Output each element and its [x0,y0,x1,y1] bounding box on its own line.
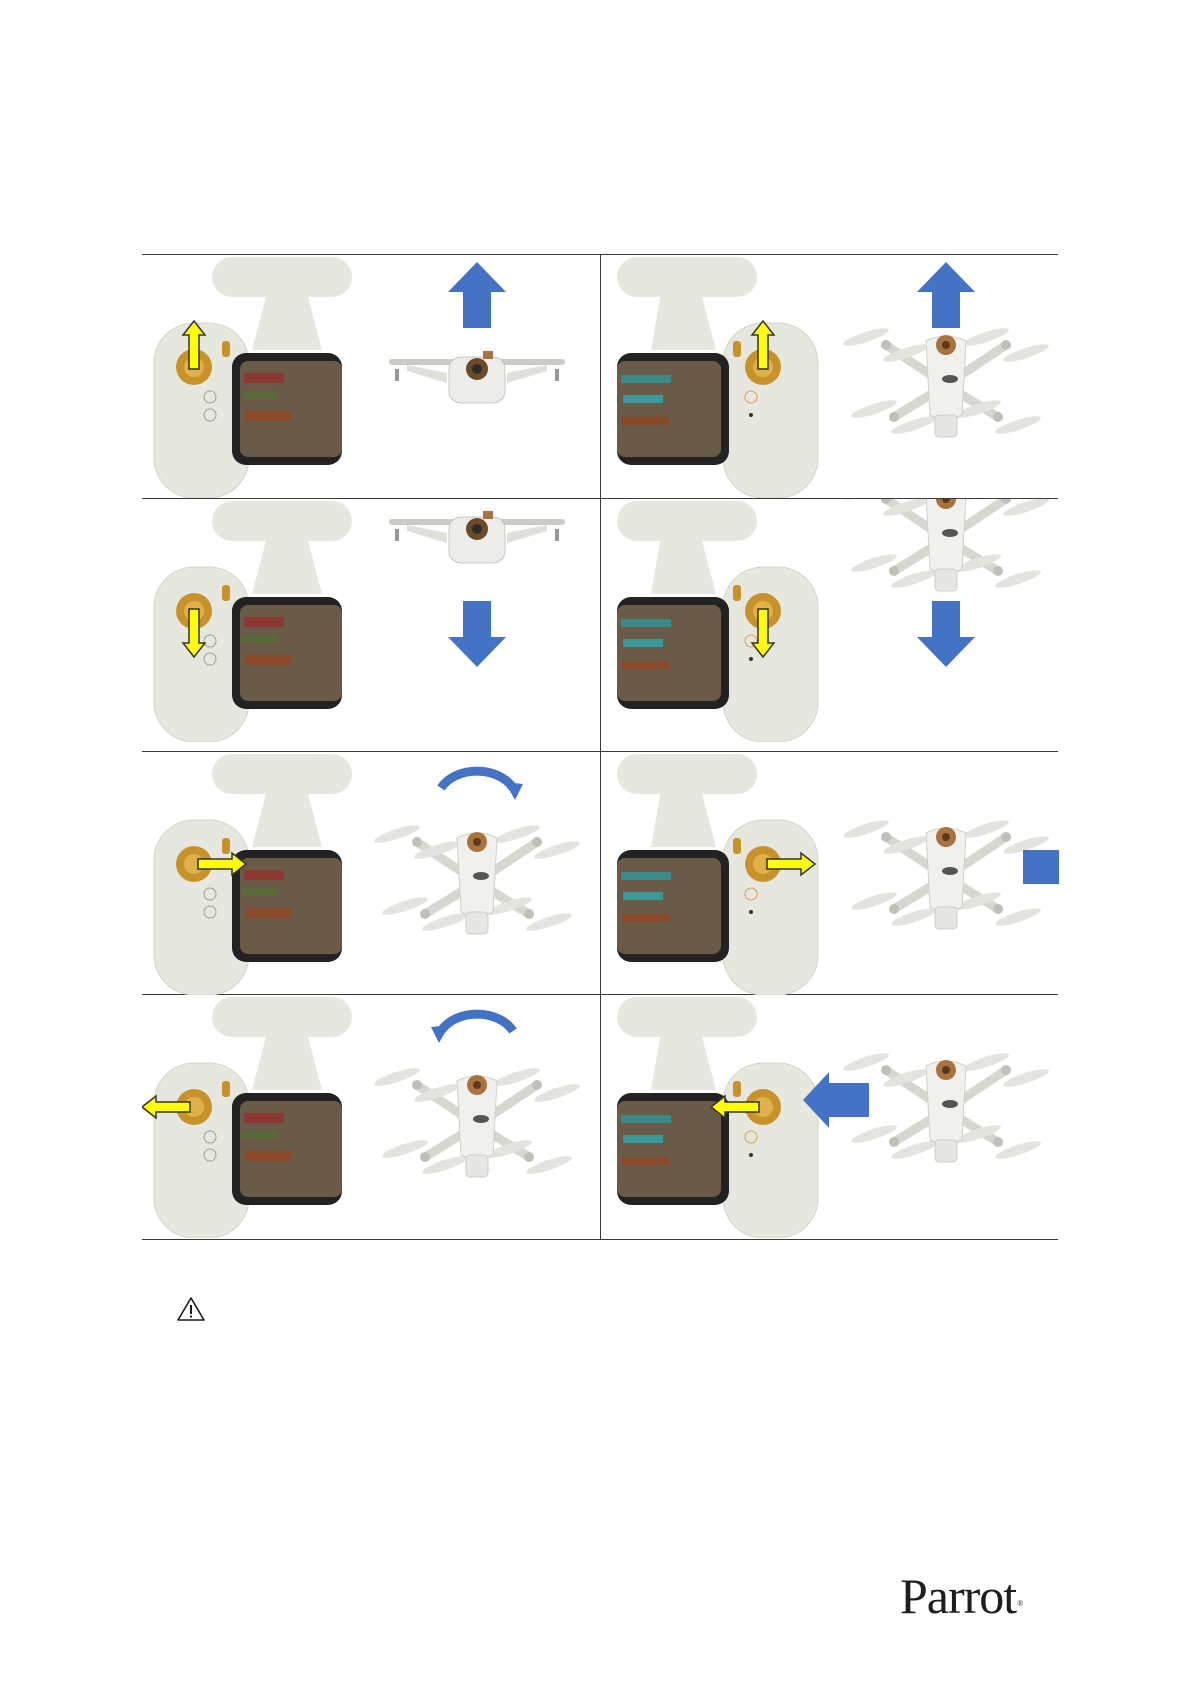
control-cell-1-right [601,255,1059,498]
drone-direction-arrow [917,262,975,328]
control-cell-4-left [142,995,600,1238]
parrot-logo: Parrot® [900,1566,1060,1626]
control-cell-2-right [601,499,1059,742]
registered-mark: ® [1017,1599,1022,1608]
drone-image [373,1065,582,1177]
drone-image [842,1050,1051,1162]
controller-image [617,997,818,1238]
drone-image [373,822,582,934]
logo-text: Parrot [900,1568,1016,1624]
drone-image [842,817,1051,929]
drone-image [842,325,1051,437]
controller-image [154,257,352,498]
control-cell-2-left [142,499,600,742]
controller-image [617,754,818,995]
warning-icon [176,1296,206,1322]
controller-image [154,501,352,742]
controller-image [154,997,352,1238]
control-cell-3-right [601,752,1059,995]
control-cell-4-right [601,995,1059,1238]
drone-image [389,511,565,563]
drone-image [389,351,565,403]
drone-image [842,499,1051,591]
drone-direction-arrow [448,262,506,328]
drone-direction-arrow [431,1014,513,1043]
drone-direction-arrow [441,771,523,800]
drone-direction-arrow [448,601,506,667]
controller-image [617,501,818,742]
controller-image [617,257,818,498]
drone-direction-arrow [917,601,975,667]
control-cell-1-left [142,255,600,498]
control-cell-3-left [142,752,600,995]
table-rule [142,1239,1058,1240]
controller-image [154,754,352,995]
